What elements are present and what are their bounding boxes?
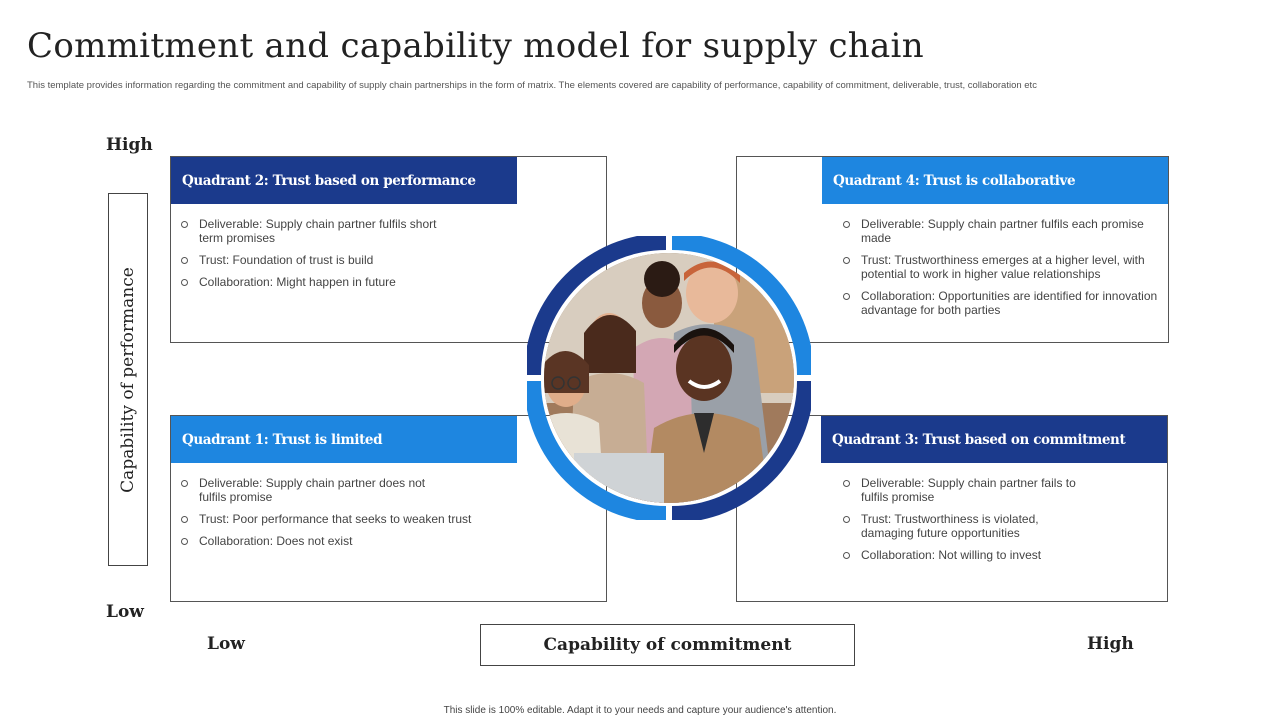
x-axis-low-label: Low bbox=[207, 634, 245, 654]
quadrant-3-title: Quadrant 3: Trust based on commitment bbox=[821, 416, 1167, 463]
y-axis-label-box: Capability of performance bbox=[108, 193, 148, 566]
quadrant-1-item: Collaboration: Does not exist bbox=[181, 534, 491, 548]
ring-segment-top-right bbox=[672, 236, 811, 375]
quadrant-2-title: Quadrant 2: Trust based on performance bbox=[171, 157, 517, 204]
quadrant-4-list: Deliverable: Supply chain partner fulfil… bbox=[843, 217, 1161, 325]
page-subtitle: This template provides information regar… bbox=[27, 80, 1037, 91]
quadrant-2-item: Trust: Foundation of trust is build bbox=[181, 253, 451, 267]
ring-segment-top-left bbox=[527, 236, 666, 375]
quadrant-3-item: Trust: Trustworthiness is violated, dama… bbox=[843, 512, 1093, 540]
ring-segment-bottom-left bbox=[527, 381, 666, 520]
quadrant-4-item: Trust: Trustworthiness emerges at a high… bbox=[843, 253, 1161, 281]
y-axis-label: Capability of performance bbox=[118, 266, 138, 493]
center-ring bbox=[527, 236, 811, 520]
quadrant-2-item: Deliverable: Supply chain partner fulfil… bbox=[181, 217, 451, 245]
quadrant-2-item: Collaboration: Might happen in future bbox=[181, 275, 451, 289]
quadrant-1-item: Trust: Poor performance that seeks to we… bbox=[181, 512, 491, 526]
quadrant-3-box: Quadrant 3: Trust based on commitment De… bbox=[736, 415, 1168, 602]
quadrant-1-box: Quadrant 1: Trust is limited Deliverable… bbox=[170, 415, 607, 602]
quadrant-1-item: Deliverable: Supply chain partner does n… bbox=[181, 476, 449, 504]
quadrant-4-box: Quadrant 4: Trust is collaborative Deliv… bbox=[736, 156, 1169, 343]
quadrant-1-list: Deliverable: Supply chain partner does n… bbox=[181, 476, 491, 556]
page-title: Commitment and capability model for supp… bbox=[27, 26, 924, 66]
quadrant-2-box: Quadrant 2: Trust based on performance D… bbox=[170, 156, 607, 343]
x-axis-high-label: High bbox=[1087, 634, 1134, 654]
x-axis-label: Capability of commitment bbox=[480, 624, 855, 666]
team-photo-illustration bbox=[544, 253, 794, 503]
quadrant-4-title: Quadrant 4: Trust is collaborative bbox=[822, 157, 1168, 204]
quadrant-2-list: Deliverable: Supply chain partner fulfil… bbox=[181, 217, 451, 297]
ring-segment-bottom-right bbox=[672, 381, 811, 520]
y-axis-high-label: High bbox=[106, 135, 153, 155]
team-photo bbox=[544, 253, 794, 503]
quadrant-4-item: Deliverable: Supply chain partner fulfil… bbox=[843, 217, 1161, 245]
y-axis-low-label: Low bbox=[106, 602, 144, 622]
footer-note: This slide is 100% editable. Adapt it to… bbox=[443, 705, 837, 716]
quadrant-4-item: Collaboration: Opportunities are identif… bbox=[843, 289, 1161, 317]
quadrant-3-item: Deliverable: Supply chain partner fails … bbox=[843, 476, 1093, 504]
quadrant-3-item: Collaboration: Not willing to invest bbox=[843, 548, 1093, 562]
quadrant-3-list: Deliverable: Supply chain partner fails … bbox=[843, 476, 1093, 570]
quadrant-1-title: Quadrant 1: Trust is limited bbox=[171, 416, 517, 463]
